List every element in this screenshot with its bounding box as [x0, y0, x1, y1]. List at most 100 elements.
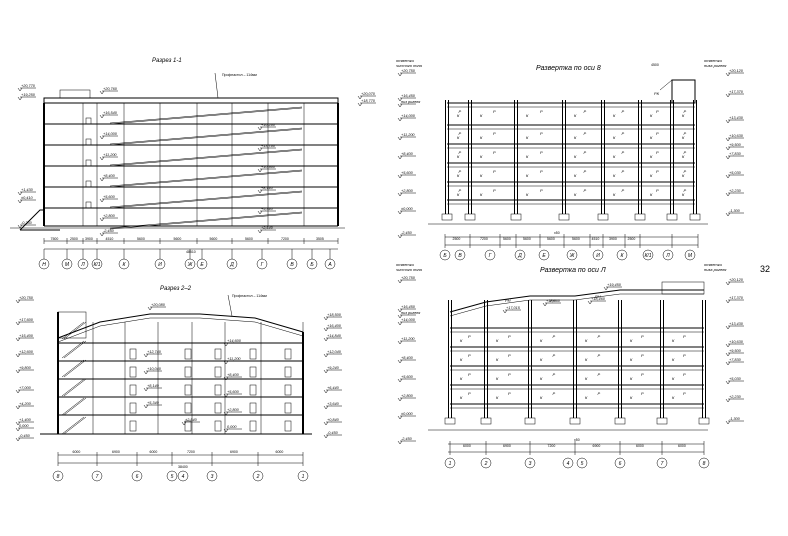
section-1-level-ramp-marker [257, 189, 263, 194]
section-2-level-inner-marker [143, 353, 149, 358]
rl-dim: 6000 [463, 444, 471, 448]
section-2-dim: 6000 [150, 450, 158, 454]
r8-mark-right-top: отметки [704, 58, 723, 63]
r8-rigel-label: К [613, 135, 616, 140]
r8-rigel-label: К [613, 154, 616, 159]
section-2-level-inner: +2,540 [185, 418, 198, 422]
rl-rigel-label: К [496, 376, 499, 381]
r8-rigel-label: К [480, 154, 483, 159]
r8-rigel-label: Р [684, 131, 687, 136]
r8-axis-bubble [642, 249, 654, 261]
rl-rigel-label: К [540, 395, 543, 400]
section-2-level-inner: +5,600 [227, 390, 240, 394]
section-2-level-right-marker [323, 421, 329, 426]
rl-rigel-label: К [460, 395, 463, 400]
rl-level-left: +14,000 [401, 318, 416, 322]
rl-rigel-label: Р [683, 353, 686, 358]
section-1-level-inner: -2,450 [103, 229, 115, 233]
section-2-dim: 6000 [276, 450, 284, 454]
rl-rigel-label: Р [468, 391, 471, 396]
rl-level-left-marker [397, 314, 403, 319]
rl-rigel-label: К [585, 376, 588, 381]
section-2-level-left-marker [15, 369, 21, 374]
section-1-dim: 4510 [106, 237, 114, 241]
rl-rigel-label: Р [468, 334, 471, 339]
section-2-level-inner-marker [223, 376, 229, 381]
r8-level-right: +5,030 [729, 171, 742, 175]
rl-rigel-label: Р [553, 372, 556, 377]
r8-rigel-label: Р [540, 109, 543, 114]
r8-rigel-label: РК [654, 91, 660, 96]
rl-level-left: +11,200 [401, 337, 415, 341]
section-1-level-left: ±0,410 [21, 196, 33, 200]
section-1-axis: Д [229, 262, 234, 268]
rl-level-right-marker [725, 343, 731, 348]
r8-mark-left-bottom: чистого пола [396, 63, 423, 68]
rl-roof-level: +17,015 [506, 306, 521, 310]
section-1-level-ramp-marker [257, 147, 263, 152]
section-1-level-inner: +11,200 [103, 153, 117, 157]
section-1-level-inner-marker [99, 232, 105, 237]
r8-level-right: +13,430 [729, 116, 744, 120]
section-1-axis: М [65, 262, 70, 268]
section-1-level-ramp: +13,740 [261, 144, 276, 148]
section-1-level-ramp: +16,240 [261, 123, 276, 127]
rl-rigel-label: К [540, 376, 543, 381]
rl-level-left: низ ригеля [401, 311, 420, 315]
r8-top-dim: 4500 [651, 63, 659, 67]
section-1-level-inner: +20,760 [103, 87, 118, 91]
rl-axis: 1 [449, 461, 452, 467]
section-2-level-left: +17,600 [19, 318, 34, 322]
r8-level-left-marker [397, 103, 403, 108]
section-1-dim: 5600 [174, 237, 182, 241]
rl-rigel-label: Р [598, 372, 601, 377]
r8-rigel-label: Р [540, 169, 543, 174]
r8-rigel-label: К [682, 173, 685, 178]
section-2-level-inner-marker [181, 421, 187, 426]
rl-level-left: +20,750 [401, 276, 416, 280]
r8-rigel-label: Р [540, 188, 543, 193]
section-1-level-inner: +8,400 [103, 174, 116, 178]
section-1-level-left: +1,430 [21, 188, 34, 192]
rl-mark-right-top: отметки [704, 262, 723, 267]
r8-level-right: +2,230 [729, 189, 742, 193]
rl-axis-bubble [576, 457, 588, 469]
rl-level-right-marker [725, 361, 731, 366]
r8-axis: К/1 [644, 253, 651, 259]
r8-level-right-marker [725, 212, 731, 217]
section-1-dim: 5600 [210, 237, 218, 241]
r8-rigel-label: Р [684, 150, 687, 155]
rl-axis-bubble [656, 457, 668, 469]
rl-rigel-label: Р [683, 372, 686, 377]
r8-rigel-label: К [526, 113, 529, 118]
section-2-level-inner-marker [143, 404, 149, 409]
section-2-dim: 6900 [112, 450, 120, 454]
section-1-axis: А [327, 262, 332, 268]
section-2-level-inner-marker [143, 387, 149, 392]
section-2-level-inner-marker [143, 370, 149, 375]
r8-dim: 3900 [609, 237, 617, 241]
section-2-level-right: +0,840 [327, 418, 340, 422]
r8-rigel-label: К [480, 173, 483, 178]
section-1-level-inner-marker [99, 135, 105, 140]
r8-rigel-label: К [574, 154, 577, 159]
rl-rigel-label: Р [683, 391, 686, 396]
section-1-level-inner-marker [99, 198, 105, 203]
section-2-level-right-marker [323, 389, 329, 394]
rl-level-right: +10,630 [729, 340, 744, 344]
rl-level-left: +2,800 [401, 394, 414, 398]
r8-rigel-label: К [526, 192, 529, 197]
section-1-level-right: +20,070 [361, 92, 376, 96]
section-1-axis: Н [42, 262, 46, 268]
r8-rigel-label: К [526, 173, 529, 178]
r8-rigel-label: Р [459, 169, 462, 174]
rl-roof-level-marker [542, 302, 548, 307]
r8-level-right-marker [725, 174, 731, 179]
rl-rigel-label: Р [508, 334, 511, 339]
rl-roof-level-marker [502, 309, 508, 314]
section-2-level-inner-marker [147, 306, 153, 311]
r8-rigel-label: Р [684, 169, 687, 174]
section-2-axis: 8 [57, 474, 60, 480]
rl-level-right-marker [725, 398, 731, 403]
